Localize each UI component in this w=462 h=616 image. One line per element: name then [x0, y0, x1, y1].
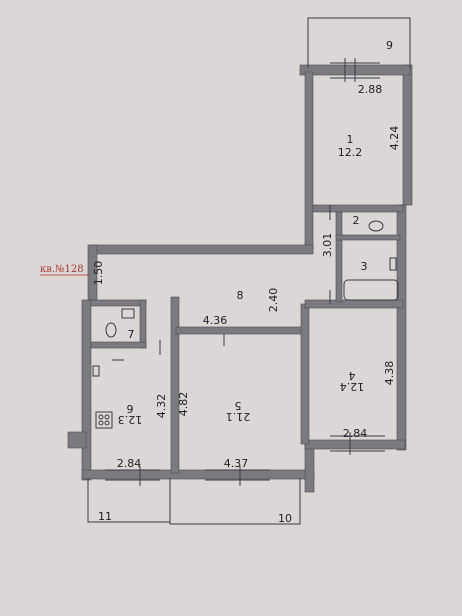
sink-room7	[121, 308, 135, 319]
room-5-number: 5	[235, 399, 242, 412]
stove	[95, 411, 113, 429]
wall-left-room6	[81, 299, 92, 481]
room-6-area: 12.3	[118, 413, 143, 426]
toilet-room2	[368, 220, 384, 232]
wall-room7-right	[139, 299, 147, 349]
room-2-number: 2	[353, 214, 360, 227]
apartment-label: кв.№128	[40, 264, 84, 275]
sink-room3	[389, 257, 397, 271]
room-7-number: 7	[128, 328, 135, 341]
wall-bottom-room7	[90, 341, 147, 349]
window-marks	[105, 58, 385, 486]
room-10-number: 10	[278, 512, 292, 525]
room-6-number: 6	[127, 402, 134, 415]
wall-right-lower	[396, 204, 407, 451]
room-1-area: 12.2	[338, 146, 363, 159]
wall-left-room1	[304, 71, 314, 251]
room-4-area: 12.4	[340, 380, 365, 393]
room-1-number: 1	[347, 133, 354, 146]
room-9-number: 9	[386, 39, 393, 52]
dim-room4-length: 4.38	[383, 361, 396, 386]
outer-walls	[67, 64, 413, 493]
wall-top-room7	[90, 299, 147, 307]
dim-hall-depth: 1.50	[92, 261, 105, 286]
wall-top-room2	[312, 204, 404, 213]
wall-room4-room5	[300, 303, 310, 445]
room-3-number: 3	[361, 260, 368, 273]
wall-bottom-room4	[304, 439, 406, 450]
fixtures	[92, 220, 399, 429]
dim-hall-width: 2.40	[267, 288, 280, 313]
toilet-room7	[105, 322, 117, 338]
room-labels: 9 1 12.2 2 3 8 7 4 12.4 5 21.1 6 12.3 10…	[98, 39, 393, 525]
wall-stub-left	[67, 431, 87, 449]
wall-left-room2-3	[335, 211, 343, 303]
dim-room5-top: 4.36	[203, 314, 228, 327]
wall-right-upper	[402, 64, 413, 206]
sink-room6	[92, 365, 100, 377]
wall-bottom	[81, 469, 315, 480]
room-11-number: 11	[98, 510, 112, 523]
bathtub	[343, 279, 399, 301]
dimension-labels: 2.88 4.24 3.01 1.50 2.40 4.36 4.38 2.84 …	[92, 83, 401, 470]
dim-room1-length: 4.24	[388, 126, 401, 151]
wall-bottom-right-step	[304, 441, 315, 493]
dim-room5-bottom: 4.37	[224, 457, 249, 470]
dim-room2-3-length: 3.01	[321, 233, 334, 258]
wall-room5-room6	[170, 296, 180, 474]
balcony-room10	[169, 478, 301, 525]
wall-top-room5	[175, 326, 308, 335]
dim-room6-length: 4.32	[155, 394, 168, 419]
room-5-area: 21.1	[226, 410, 251, 423]
dim-room6-width: 2.84	[117, 457, 142, 470]
room-8-number: 8	[237, 289, 244, 302]
balcony-room9	[307, 17, 411, 68]
wall-room2-room3	[335, 234, 401, 241]
dim-room9-width: 2.88	[358, 83, 383, 96]
room-4-number: 4	[349, 369, 356, 382]
dim-room5-length: 4.82	[177, 392, 190, 417]
balcony-outlines	[87, 17, 411, 525]
wall-top-hall	[89, 244, 314, 255]
wall-top-room4	[304, 299, 404, 309]
dim-room4-width: 2.84	[343, 427, 368, 440]
